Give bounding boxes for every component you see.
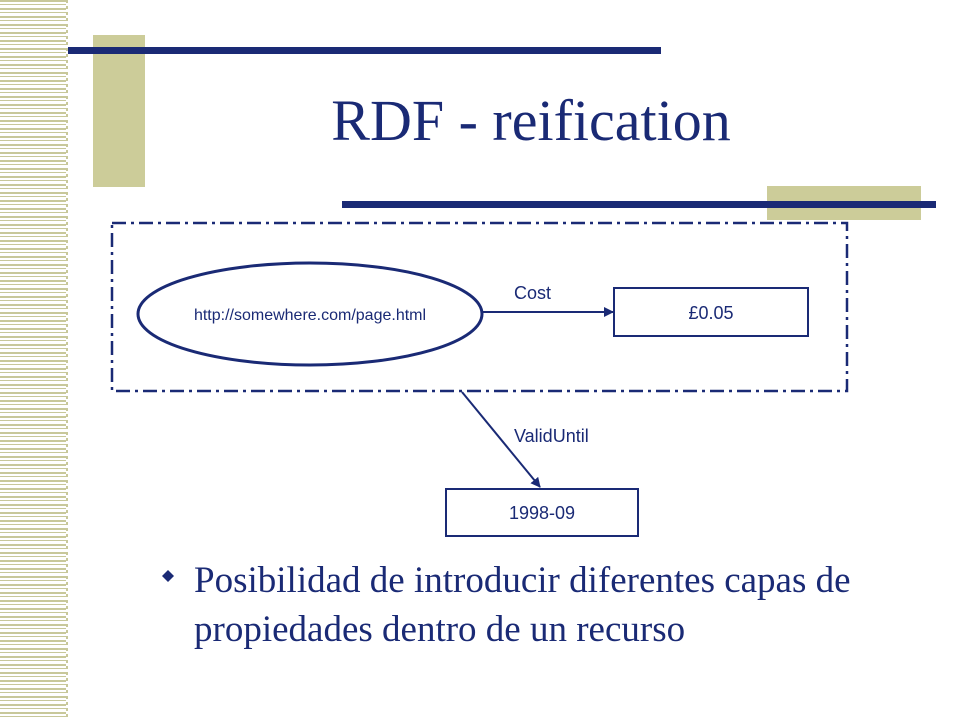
decorative-block-top-left bbox=[93, 35, 145, 187]
date-value-box bbox=[445, 488, 639, 537]
valid-until-arrow bbox=[461, 391, 541, 488]
bullet-text: Posibilidad de introducir diferentes cap… bbox=[194, 560, 851, 650]
bullet-item: Posibilidad de introducir diferentes cap… bbox=[162, 556, 852, 654]
cost-value-box bbox=[613, 287, 809, 337]
resource-ellipse bbox=[136, 261, 484, 367]
valid-until-property-label: ValidUntil bbox=[514, 426, 589, 446]
left-hatched-border bbox=[0, 0, 68, 720]
date-value-label: 1998-09 bbox=[509, 503, 575, 523]
slide-title: RDF - reification bbox=[331, 88, 731, 153]
decorative-line-top bbox=[68, 47, 661, 54]
resource-label: http://somewhere.com/page.html bbox=[194, 307, 426, 324]
reification-boundary bbox=[110, 221, 849, 393]
cost-value-label: £0.05 bbox=[688, 303, 733, 323]
diamond-bullet-icon bbox=[162, 570, 174, 582]
cost-property-label: Cost bbox=[514, 283, 551, 303]
decorative-line-middle bbox=[342, 201, 936, 208]
